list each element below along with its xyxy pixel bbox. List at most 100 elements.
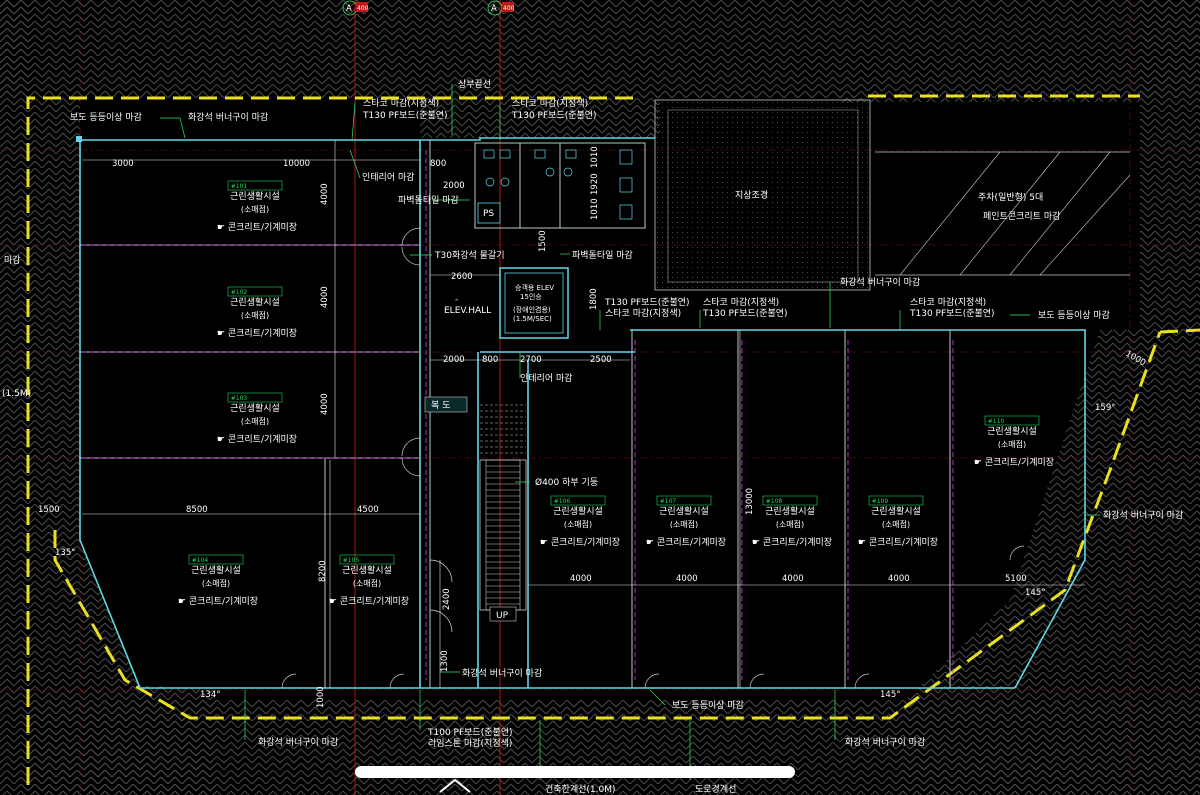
unit-tag-box [656,495,712,506]
unit-name: 근린생활시설 [230,296,280,308]
corridor-tag: 복 도 [424,396,468,413]
dim-800: 800 [430,159,446,169]
unit-use: (소매점) [882,519,910,529]
dim-2700: 2700 [520,355,542,365]
dim-b4000c: 4000 [782,574,804,584]
note-stucco-b2: T130 PF보드(준불연) [511,110,597,121]
doors [281,227,1025,689]
unit-tag-box [227,392,283,403]
angle-145a: 145° [880,690,900,700]
note-tile-1: 파벽돌타일 마감 [398,194,459,206]
note-setback: 건축한계선(1.0M) [545,783,616,795]
dim-4000a: 4000 [320,183,330,205]
dim-b4000b: 4000 [676,574,698,584]
note-granite-right: 화강석 버너구이 마감 [1103,509,1183,521]
unit-name: 근린생활시설 [871,505,921,517]
elev-sub: (장애인겸용) [513,305,551,314]
unit-name: 근린생활시설 [987,425,1037,437]
note-sidewalk-right: 보도 등등이상 마감 [1038,309,1110,321]
note-granite-bottom-c: 화강석 버너구이 마감 [462,667,542,679]
unit-finish: ☛ 콘크리트/기계미장 [178,595,258,607]
dim-8500: 8500 [186,505,208,515]
note-stucco-d2: T130 PF보드(준불연) [702,308,788,319]
unit-tag-box [550,495,606,506]
site-boundary [26,94,1200,785]
unit-use: (소매점) [776,519,804,529]
note-interior-2: 인테리어 마감 [520,372,573,384]
unit-finish: ☛ 콘크리트/기계미장 [217,433,297,445]
unit-finish: ☛ 콘크리트/기계미장 [217,327,297,339]
note-top-edge: 상부끝선 [458,79,491,90]
note-stucco-e2: T130 PF보드(준불연) [909,308,995,319]
corridor-label: 복 도 [431,400,450,411]
building-walls [76,136,1086,689]
elev-title: 승객용 ELEV [515,283,554,292]
unit-tag-box [868,495,924,506]
unit-use: (소매점) [564,519,592,529]
unit-use: (소매점) [998,439,1026,449]
unit-number: #101 [231,183,248,190]
dim-2000: 2000 [443,355,465,365]
elev-speed: (1.5M/SEC) [513,315,552,323]
note-column: Ø400 하부 기둥 [535,477,598,488]
note-granite-bottom-r: 화강석 버너구이 마감 [845,736,925,748]
horizontal-scrollbar[interactable] [355,766,795,778]
dim-3000: 3000 [112,159,134,169]
landscape-area: 지상조경 [654,99,871,291]
unit-tag-box [339,554,395,565]
dim-wc1920: 1920 [590,173,600,195]
unit-name: 근린생활시설 [553,505,603,517]
axis-marker-2[interactable]: A 400 [487,0,515,16]
unit-number: #107 [660,498,677,505]
angle-159: 159° [1095,403,1115,413]
stair-treads [480,404,526,605]
note-stucco-b1: 스타코 마감(지정색) [512,97,588,109]
unit-finish: ☛ 콘크리트/기계미장 [217,221,297,233]
elev-hall-label: ELEV.HALL [444,306,491,316]
landscape-label: 지상조경 [735,189,768,201]
parking-label: 주차(일반형) 5대 [978,191,1043,203]
unit-name: 근린생활시설 [659,505,709,517]
angle-145b: 145° [1025,588,1045,598]
unit-number: #102 [231,289,248,296]
unit-number: #108 [766,498,783,505]
axis-marker-1[interactable]: A 400 [342,0,369,16]
scroll-up-chevron-icon[interactable] [439,778,471,793]
note-sidewalk-top-left: 보도 등등이상 마감 [70,111,142,123]
angle-135: 135° [55,548,75,558]
dim-1000: 1000 [316,686,326,708]
unit-tag-box [762,495,818,506]
dim-2000a: 2000 [443,181,465,191]
unit-finish: ☛ 콘크리트/기계미장 [858,536,938,548]
axis-number: 400 [503,5,515,12]
unit-number: #110 [988,418,1005,425]
unit-use: (소매점) [241,204,269,214]
unit-number: #104 [192,557,209,564]
dim-10000: 10000 [283,159,310,169]
dim-5100: 5100 [1005,574,1027,584]
dim-2500: 2500 [590,355,612,365]
dim-1300: 1300 [440,650,450,672]
note-sidewalk-bottom: 보도 등등이상 마감 [672,699,744,711]
note-left-edge: 마감 [4,254,21,266]
unit-tag-box [227,180,283,191]
unit-use: (소매점) [202,578,230,588]
axis-letter: A [491,4,497,14]
elev-hall-dash: - [455,295,458,305]
note-road-line: 도로경계선 [695,783,736,795]
unit-tag-box [227,286,283,297]
